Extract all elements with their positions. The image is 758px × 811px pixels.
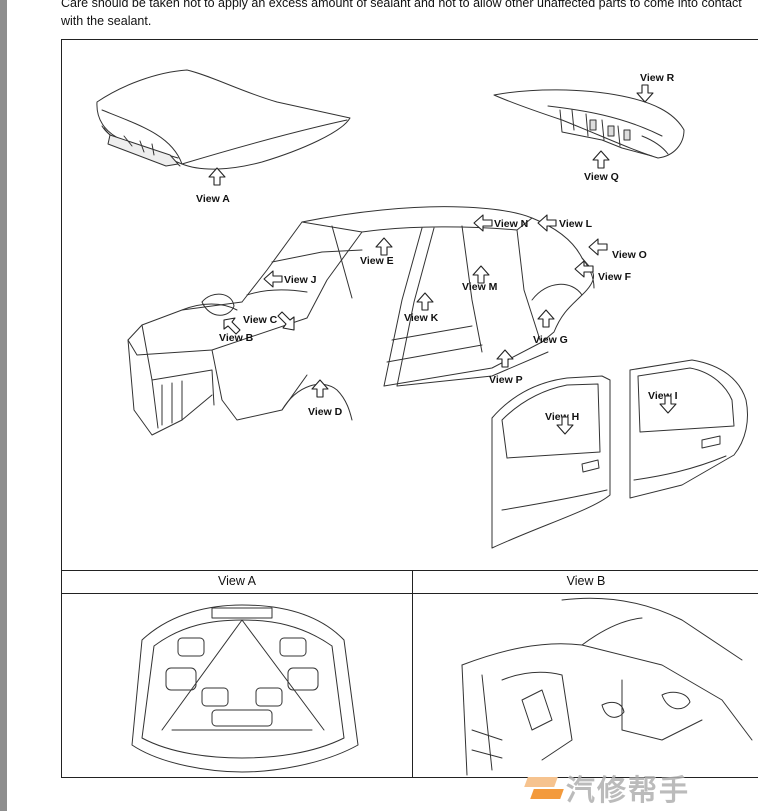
callout-view-j: View J: [284, 274, 317, 286]
callout-view-r: View R: [640, 72, 675, 84]
trunk-lid-drawing: [493, 89, 685, 159]
watermark-logo: [524, 773, 564, 803]
arrow-view-c: [277, 311, 295, 331]
arrow-view-h: [556, 416, 574, 435]
arrow-view-p: [496, 349, 514, 368]
callout-view-k: View K: [404, 312, 439, 324]
arrow-view-f: [574, 260, 594, 278]
callout-view-n: View N: [494, 218, 529, 230]
arrow-view-d: [311, 379, 329, 398]
arrow-view-o: [588, 238, 608, 256]
rear-door-drawing: [629, 359, 748, 499]
engine-bay-drawing: [461, 597, 753, 776]
intro-line-2: with the sealant.: [61, 14, 152, 28]
callout-view-m: View M: [462, 281, 498, 293]
arrow-view-r: [636, 84, 654, 103]
arrow-view-l: [537, 214, 557, 232]
caption-top-divider: [62, 570, 758, 571]
arrow-view-i: [659, 395, 677, 414]
callout-view-l: View L: [559, 218, 593, 230]
watermark-text: 汽修帮手: [566, 773, 691, 807]
arrow-view-a: [208, 167, 226, 186]
callout-view-d: View D: [308, 406, 343, 418]
view-a-caption: View A: [218, 574, 256, 588]
callout-view-p: View P: [489, 374, 523, 386]
arrow-view-b: [223, 317, 241, 335]
callout-view-c: View C: [243, 314, 278, 326]
arrow-view-n: [473, 214, 493, 232]
arrow-view-k: [416, 292, 434, 311]
arrow-view-q: [592, 150, 610, 169]
callout-view-f: View F: [598, 271, 632, 283]
body-sealing-illustration: [96, 69, 753, 776]
caption-bottom-divider: [62, 593, 758, 594]
intro-line-1: Care should be taken not to apply an exc…: [61, 0, 742, 10]
page-edge-bar: [0, 0, 7, 811]
hood-underside-drawing: [131, 604, 359, 773]
arrow-view-m: [472, 265, 490, 284]
body-in-white-drawing: [127, 206, 595, 436]
panel-vertical-divider: [412, 570, 413, 778]
callout-view-g: View G: [533, 334, 568, 346]
front-door-drawing: [491, 375, 611, 549]
arrow-view-e: [375, 237, 393, 256]
hood-drawing: [96, 69, 351, 170]
view-b-caption: View B: [566, 574, 606, 588]
callout-arrows: [208, 84, 677, 435]
figure-frame: View A View B: [61, 39, 758, 778]
callout-view-a: View A: [196, 193, 230, 205]
intro-text: Care should be taken not to apply an exc…: [61, 0, 758, 30]
callout-view-q: View Q: [584, 171, 619, 183]
watermark: 汽修帮手: [524, 768, 758, 808]
callout-view-o: View O: [612, 249, 647, 261]
arrow-view-j: [263, 270, 283, 288]
callout-view-b: View B: [219, 332, 254, 344]
callout-view-e: View E: [360, 255, 394, 267]
arrow-view-g: [537, 309, 555, 328]
